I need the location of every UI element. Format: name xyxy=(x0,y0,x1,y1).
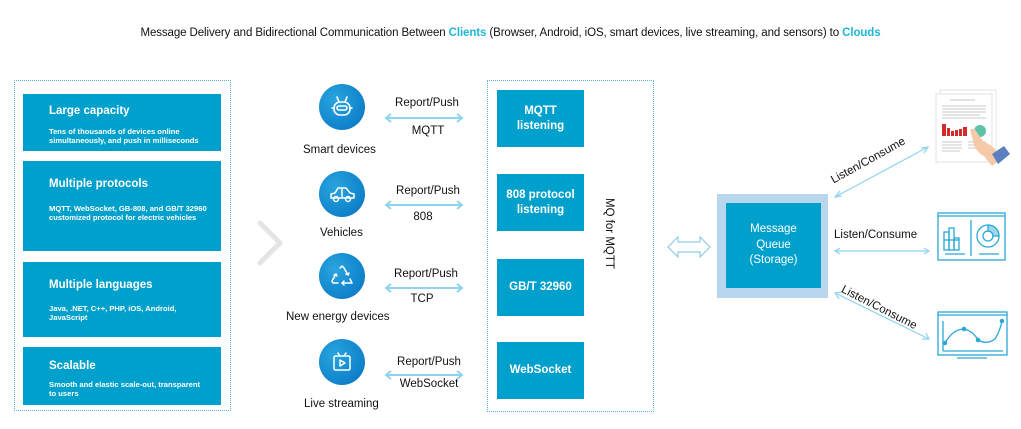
device-label: New energy devices xyxy=(286,311,390,323)
queue-line: (Storage) xyxy=(749,254,798,267)
title-highlight-clouds: Clouds xyxy=(842,27,881,39)
title-highlight-clients: Clients xyxy=(448,27,487,39)
line-chart-monitor-icon xyxy=(937,311,1008,359)
listener-gbt32960: GB/T 32960 xyxy=(497,259,584,316)
bidirectional-arrow-icon xyxy=(384,283,464,293)
gateway-label: MQ for MQTT xyxy=(603,198,615,269)
feature-description: MQTT, WebSocket, GB-808, and GB/T 32960 … xyxy=(49,204,207,223)
consumer-arrow-middle xyxy=(833,247,931,255)
gateway-panel xyxy=(487,80,654,412)
listener-websocket: WebSocket xyxy=(497,342,584,399)
feature-description: Smooth and elastic scale-out, transparen… xyxy=(49,380,201,399)
bidirectional-arrow-icon xyxy=(384,113,464,123)
feature-title: Multiple languages xyxy=(49,279,153,291)
connection-protocol-label: TCP xyxy=(410,293,434,305)
title-text-1: Message Delivery and Bidirectional Commu… xyxy=(140,27,449,39)
queue-line: Queue xyxy=(756,238,791,251)
recycle-icon xyxy=(331,265,353,286)
robot-icon xyxy=(331,96,353,116)
feature-title: Large capacity xyxy=(49,105,130,117)
message-queue-box: Message Queue (Storage) xyxy=(726,203,821,288)
bidirectional-hollow-arrow-icon xyxy=(667,235,711,259)
dashboard-chart-icon xyxy=(937,212,1006,261)
listener-mqtt: MQTT listening xyxy=(497,90,584,147)
feature-title: Multiple protocols xyxy=(49,178,149,190)
feature-multiple-languages: Multiple languages Java, .NET, C++, PHP,… xyxy=(23,262,221,337)
connection-action-label: Report/Push xyxy=(394,268,458,280)
device-icon-smart-devices xyxy=(319,84,365,130)
diagram-title: Message Delivery and Bidirectional Commu… xyxy=(0,27,1021,39)
connection-protocol-label: 808 xyxy=(413,211,433,223)
device-label: Live streaming xyxy=(304,398,379,410)
feature-multiple-protocols: Multiple protocols MQTT, WebSocket, GB-8… xyxy=(23,161,221,251)
device-label: Smart devices xyxy=(303,144,376,156)
bidirectional-arrow-icon xyxy=(384,200,464,210)
device-icon-new-energy xyxy=(319,253,365,299)
tv-play-icon xyxy=(333,352,351,371)
consumer-arrow-bottom xyxy=(833,291,930,340)
device-label: Vehicles xyxy=(320,227,363,239)
consumer-action-label: Listen/Consume xyxy=(834,229,918,241)
connection-protocol-label: MQTT xyxy=(411,125,445,137)
chevron-right-icon xyxy=(257,220,283,266)
connection-action-label: Report/Push xyxy=(397,356,461,368)
features-panel xyxy=(14,80,231,411)
feature-description: Java, .NET, C++, PHP, iOS, Android, Java… xyxy=(49,304,177,323)
car-icon xyxy=(330,187,355,203)
device-icon-live-streaming xyxy=(319,339,365,385)
queue-line: Message xyxy=(750,223,797,236)
bidirectional-arrow-icon xyxy=(384,370,464,380)
device-icon-vehicles xyxy=(319,171,365,217)
connection-protocol-label: WebSocket xyxy=(399,378,459,390)
connection-action-label: Report/Push xyxy=(395,97,459,109)
title-text-2: (Browser, Android, iOS, smart devices, l… xyxy=(486,27,843,39)
feature-title: Scalable xyxy=(49,360,96,372)
connection-action-label: Report/Push xyxy=(396,185,460,197)
listener-808: 808 protocol listening xyxy=(497,174,584,231)
feature-description: Tens of thousands of devices online simu… xyxy=(49,127,199,146)
consumer-arrow-top xyxy=(833,146,930,198)
feature-large-capacity: Large capacity Tens of thousands of devi… xyxy=(23,94,221,151)
consumer-arrows xyxy=(833,146,931,340)
feature-scalable: Scalable Smooth and elastic scale-out, t… xyxy=(23,347,221,405)
report-document-icon xyxy=(935,89,1010,166)
